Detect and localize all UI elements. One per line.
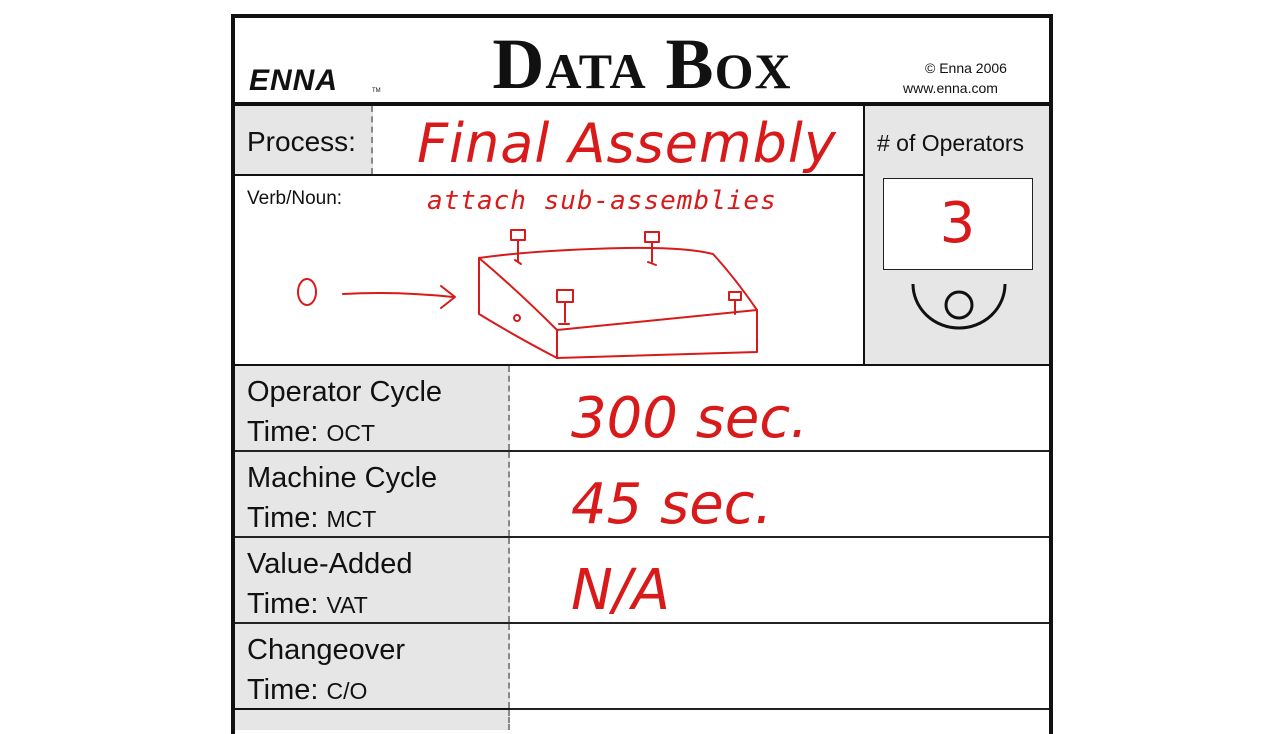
trademark-mark: TM	[372, 88, 381, 94]
fastener-2	[644, 231, 660, 266]
operator-sketch-icon	[297, 278, 317, 306]
metric-label-line2: Time: C/O	[247, 674, 367, 707]
row-divider	[235, 708, 1049, 710]
metric-row-oct: Operator Cycle Time: OCT 300 sec.	[235, 366, 1049, 452]
metric-label-line1: Operator Cycle	[247, 376, 443, 408]
process-value[interactable]: Final Assembly	[417, 112, 837, 175]
hole-mark	[513, 314, 521, 322]
verb-noun-value[interactable]: attach sub-assemblies	[427, 186, 777, 216]
metric-time-word: Time:	[247, 588, 319, 620]
metric-time-word: Time:	[247, 502, 319, 534]
metric-label-cell: Machine Cycle Time: MCT	[235, 452, 510, 536]
website-text: www.enna.com	[903, 80, 998, 96]
base-plate-left	[478, 257, 558, 359]
row-divider	[235, 536, 1049, 538]
fastener-1	[510, 229, 526, 265]
metric-value[interactable]: 300 sec.	[571, 386, 808, 451]
process-label-cell: Process:	[235, 106, 373, 174]
row-divider-label	[235, 708, 510, 711]
metric-label-line1: Changeover	[247, 634, 405, 666]
data-box: ENNA TM Data Box © Enna 2006 www.enna.co…	[231, 14, 1053, 734]
base-plate-top	[478, 246, 758, 331]
metric-abbreviation: OCT	[326, 420, 376, 446]
page-title: Data Box	[492, 24, 792, 104]
row-divider	[235, 450, 1049, 452]
copyright-text: © Enna 2006	[925, 60, 1007, 76]
row-divider	[235, 622, 1049, 624]
metric-label-line1: Machine Cycle	[247, 462, 438, 494]
operators-panel: # of Operators 3	[863, 106, 1049, 364]
next-metric-label-cell	[235, 710, 510, 730]
metric-abbreviation: VAT	[326, 592, 368, 618]
metric-row-vat: Value-Added Time: VAT N/A	[235, 538, 1049, 624]
metric-value[interactable]: N/A	[571, 558, 671, 623]
metric-time-word: Time:	[247, 416, 319, 448]
metric-value[interactable]: 45 sec.	[571, 472, 773, 537]
operators-value-box[interactable]: 3	[883, 178, 1033, 270]
operators-value: 3	[939, 191, 976, 256]
enna-logo: ENNA	[249, 64, 339, 97]
metric-time-word: Time:	[247, 674, 319, 706]
flow-arrow-head	[440, 285, 456, 309]
fastener-4	[728, 291, 742, 315]
metric-row-mct: Machine Cycle Time: MCT 45 sec.	[235, 452, 1049, 538]
base-plate-front	[556, 309, 758, 359]
fastener-3	[556, 289, 574, 325]
process-divider	[235, 174, 863, 176]
operators-label: # of Operators	[877, 130, 1025, 156]
assembly-sketch	[297, 229, 758, 359]
metric-row-co: Changeover Time: C/O	[235, 624, 1049, 711]
process-label: Process:	[247, 126, 356, 157]
metrics-top-divider	[235, 364, 1049, 366]
metric-label-line2: Time: VAT	[247, 588, 368, 621]
metric-label-cell: Operator Cycle Time: OCT	[235, 366, 510, 450]
data-box-header: ENNA TM Data Box © Enna 2006 www.enna.co…	[235, 18, 1049, 106]
metric-label-line2: Time: MCT	[247, 502, 376, 535]
verb-noun-label: Verb/Noun:	[247, 188, 343, 209]
flow-arrow	[342, 292, 454, 298]
metric-abbreviation: MCT	[326, 506, 377, 532]
metric-abbreviation: C/O	[326, 678, 368, 704]
metric-label-line2: Time: OCT	[247, 416, 375, 449]
metric-label-cell: Changeover Time: C/O	[235, 624, 510, 708]
operator-icon	[911, 283, 1007, 330]
metric-label-line1: Value-Added	[247, 548, 413, 580]
metric-label-cell: Value-Added Time: VAT	[235, 538, 510, 622]
